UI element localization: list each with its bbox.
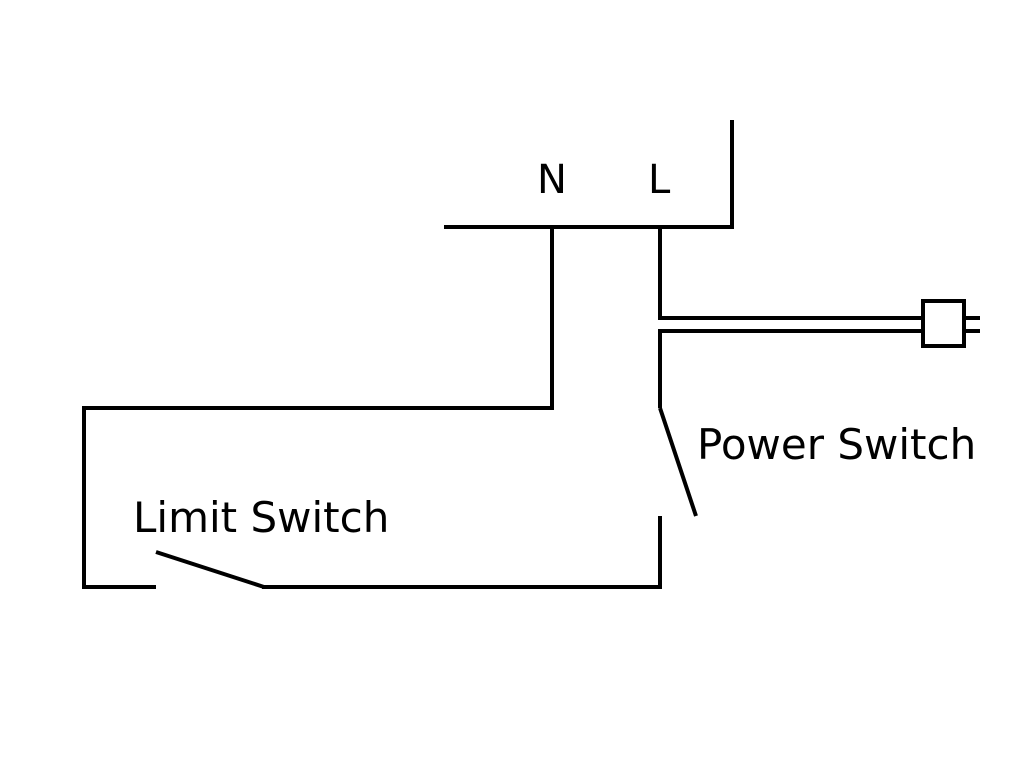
- power-switch-label: Power Switch: [697, 420, 976, 469]
- power-switch-blade: [658, 407, 698, 517]
- line-to-plug-wire: [658, 227, 922, 320]
- power-switch-to-plug-wire: [658, 329, 922, 408]
- limit-switch-blade: [155, 550, 265, 589]
- neutral-wire: [82, 227, 554, 589]
- neutral-terminal-label: N: [537, 157, 567, 203]
- limit-to-power-switch-wire: [262, 516, 662, 589]
- limit-switch-label: Limit Switch: [133, 493, 389, 542]
- plug-body: [921, 299, 966, 348]
- line-terminal-label: L: [648, 157, 671, 203]
- terminal-block-outline: [444, 120, 734, 229]
